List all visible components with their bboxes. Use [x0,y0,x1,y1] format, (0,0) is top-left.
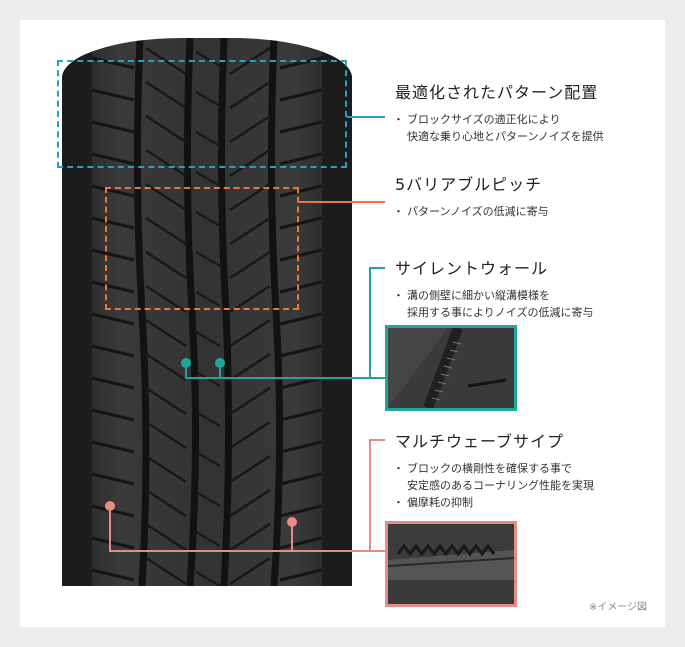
variable-pitch-highlight [105,187,299,310]
multi-wave-sipe-closeup-image [385,521,517,607]
feature-multi-wave-sipe: マルチウェーブサイプ ブロックの横剛性を確保する事で 安定感のあるコーナリング性… [393,428,594,511]
feature-title: 5バリアブルピッチ [395,175,543,194]
feature-title: マルチウェーブサイプ [395,432,565,451]
image-caption: ※イメージ図 [588,602,647,613]
feature-silent-wall: サイレントウォール 溝の側壁に細かい縦溝模様を 採用する事によりノイズの低減に寄… [393,255,593,321]
optimized-pattern-highlight [57,60,347,168]
feature-bullet: ブロックサイズの適正化により 快適な乗り心地とパターンノイズを提供 [393,111,604,145]
feature-variable-pitch: 5バリアブルピッチ パターンノイズの低減に寄与 [393,171,549,220]
feature-title: サイレントウォール [395,259,549,278]
feature-bullet: 偏摩耗の抑制 [393,494,594,511]
tire-tread-image [62,38,352,586]
silent-wall-closeup-image [385,325,517,411]
feature-bullet: ブロックの横剛性を確保する事で 安定感のあるコーナリング性能を実現 [393,460,594,494]
tread-pattern [62,38,352,586]
feature-bullet: パターンノイズの低減に寄与 [393,203,549,220]
feature-optimized-pattern: 最適化されたパターン配置 ブロックサイズの適正化により 快適な乗り心地とパターン… [393,79,604,145]
feature-title: 最適化されたパターン配置 [395,83,599,102]
feature-bullet: 溝の側壁に細かい縦溝模様を 採用する事によりノイズの低減に寄与 [393,287,593,321]
